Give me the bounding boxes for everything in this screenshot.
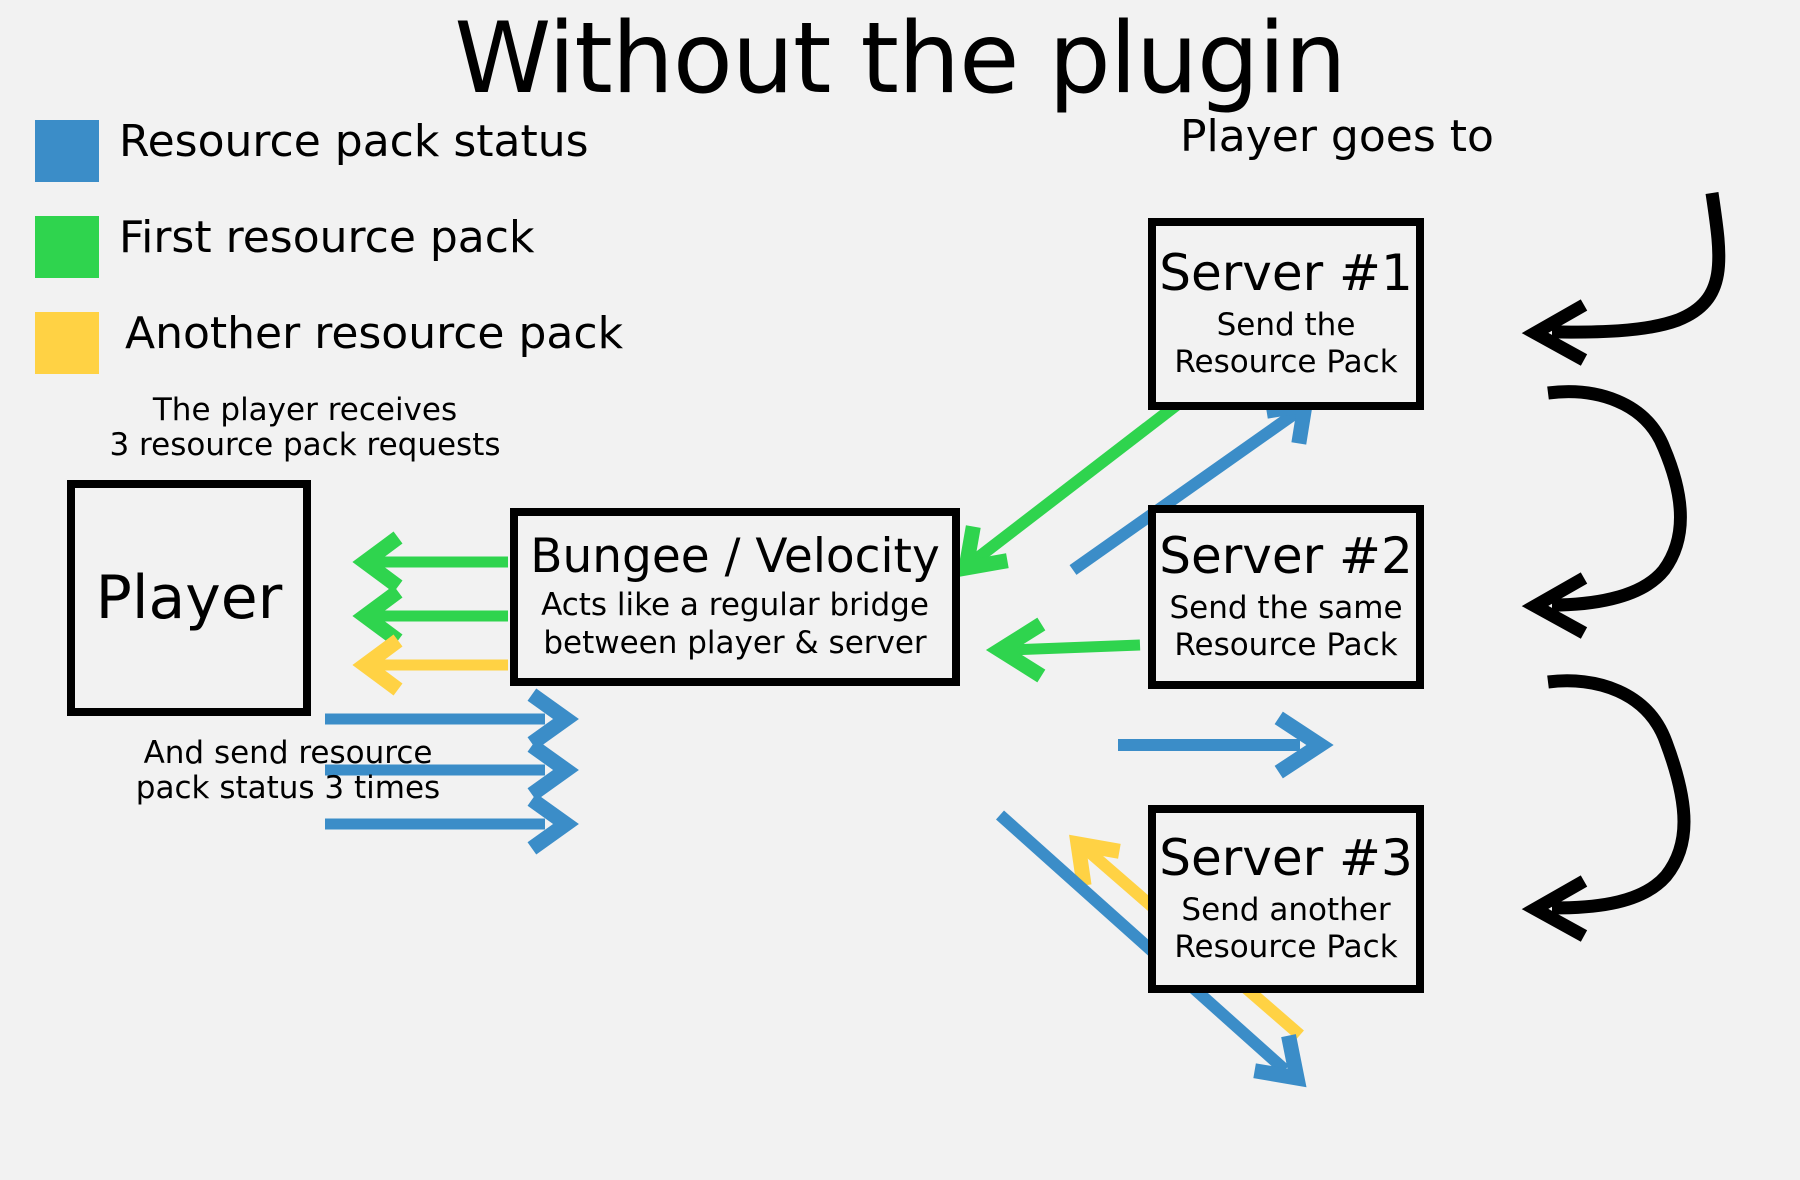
node-server-3-title: Server #3 [1159, 828, 1413, 887]
caption-player-receives: The player receives 3 resource pack requ… [109, 392, 501, 463]
caption-player-sends-status: And send resource pack status 3 times [135, 735, 441, 806]
legend-item-first-resource-pack: First resource pack [35, 208, 755, 304]
node-bungee-subtitle: Acts like a regular bridge between playe… [541, 587, 929, 661]
node-server-3[interactable]: Server #3 Send another Resource Pack [1148, 805, 1424, 993]
node-server-1-title: Server #1 [1159, 243, 1413, 302]
legend-label-status: Resource pack status [119, 116, 589, 167]
node-server-1-subtitle: Send the Resource Pack [1174, 307, 1398, 381]
arrow-player-travel-to-server1 [1521, 192, 1726, 366]
green-square-swatch-icon [35, 216, 99, 278]
legend: Resource pack status First resource pack… [35, 112, 755, 400]
arrow-player-travel-server1-to-server2 [1521, 385, 1687, 639]
page-title: Without the plugin [454, 2, 1346, 116]
arrow-server2-pack-to-bungee [985, 617, 1141, 683]
blue-square-swatch-icon [35, 120, 99, 182]
node-bungee-velocity[interactable]: Bungee / Velocity Acts like a regular br… [510, 508, 960, 686]
caption-player-goes-to: Player goes to [1180, 111, 1494, 162]
node-player-title: Player [95, 562, 283, 633]
legend-label-another-pack: Another resource pack [125, 308, 624, 359]
legend-label-first-pack: First resource pack [119, 212, 535, 263]
arrow-player-status-2-to-bungee [325, 739, 579, 801]
node-server-2-subtitle: Send the same Resource Pack [1169, 590, 1403, 664]
arrow-player-status-3-to-bungee [325, 793, 579, 855]
arrow-bungee-status-to-server3 [995, 810, 1307, 1088]
node-server-3-subtitle: Send another Resource Pack [1174, 892, 1398, 966]
arrow-bungee-pack-2-to-player [352, 585, 508, 647]
node-server-1[interactable]: Server #1 Send the Resource Pack [1148, 218, 1424, 410]
arrow-bungee-status-to-server2 [1118, 711, 1334, 779]
arrow-bungee-pack-3-to-player [352, 634, 508, 696]
legend-item-another-resource-pack: Another resource pack [35, 304, 755, 400]
arrow-player-travel-server2-to-server3 [1521, 674, 1691, 942]
legend-item-resource-pack-status: Resource pack status [35, 112, 755, 208]
node-server-2[interactable]: Server #2 Send the same Resource Pack [1148, 505, 1424, 689]
node-bungee-title: Bungee / Velocity [530, 529, 940, 585]
node-player[interactable]: Player [67, 480, 311, 716]
yellow-square-swatch-icon [35, 312, 99, 374]
arrow-player-status-1-to-bungee [325, 688, 579, 750]
node-server-2-title: Server #2 [1159, 526, 1413, 585]
arrow-bungee-pack-1-to-player [352, 531, 508, 593]
